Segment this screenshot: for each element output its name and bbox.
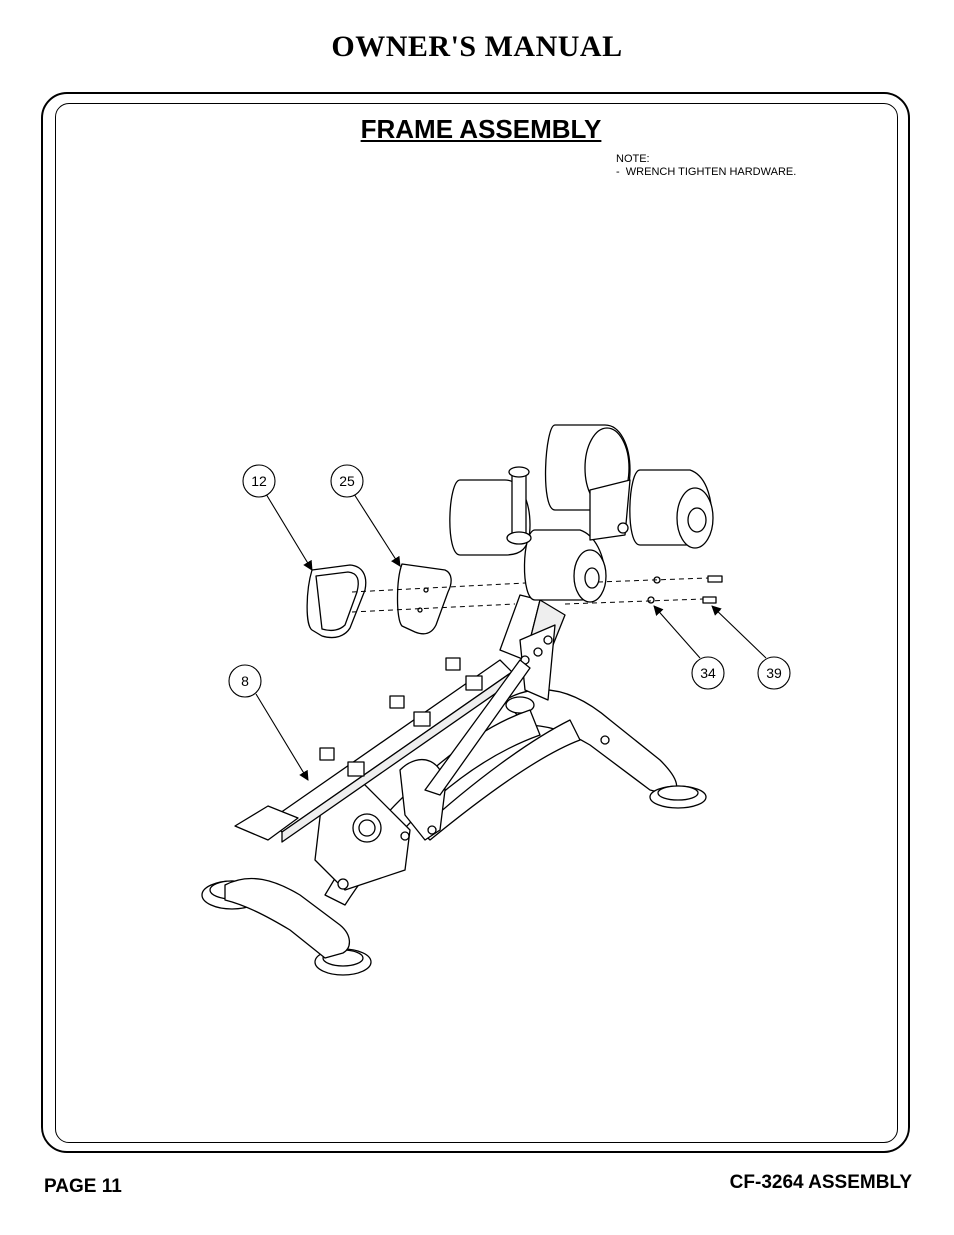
hardware-39-bolts xyxy=(702,575,723,604)
part-25-pad xyxy=(396,563,452,635)
note-heading: NOTE: xyxy=(616,153,650,165)
page-frame-outer xyxy=(41,92,910,1153)
roller-pads xyxy=(449,424,714,603)
manual-title: OWNER'S MANUAL xyxy=(331,30,623,63)
callout-12-circle xyxy=(242,464,276,498)
callout-25-label: 25 xyxy=(339,473,355,489)
callout-25-circle xyxy=(330,464,364,498)
callout-12-label: 12 xyxy=(251,473,267,489)
note-line: - WRENCH TIGHTEN HARDWARE. xyxy=(616,166,797,178)
callout-39-circle xyxy=(757,656,791,690)
model-assembly-label: CF-3264 ASSEMBLY xyxy=(729,1172,912,1193)
page-frame-inner xyxy=(55,103,898,1143)
callout-34-label: 34 xyxy=(700,665,716,681)
callout-39-label: 39 xyxy=(766,665,782,681)
hardware-34-washers xyxy=(647,576,661,604)
assembly-note: NOTE: - WRENCH TIGHTEN HARDWARE. xyxy=(616,153,796,179)
callout-8-circle xyxy=(228,664,262,698)
section-title: FRAME ASSEMBLY xyxy=(360,114,602,144)
front-base-tube xyxy=(201,877,372,976)
assembly-lines xyxy=(351,577,709,613)
callout-leaders xyxy=(255,493,767,781)
callout-8-label: 8 xyxy=(241,673,249,689)
part-8-rail xyxy=(234,657,513,843)
callout-34-circle xyxy=(691,656,725,690)
part-12-pad xyxy=(306,564,367,639)
page-number: PAGE 11 xyxy=(44,1176,122,1197)
